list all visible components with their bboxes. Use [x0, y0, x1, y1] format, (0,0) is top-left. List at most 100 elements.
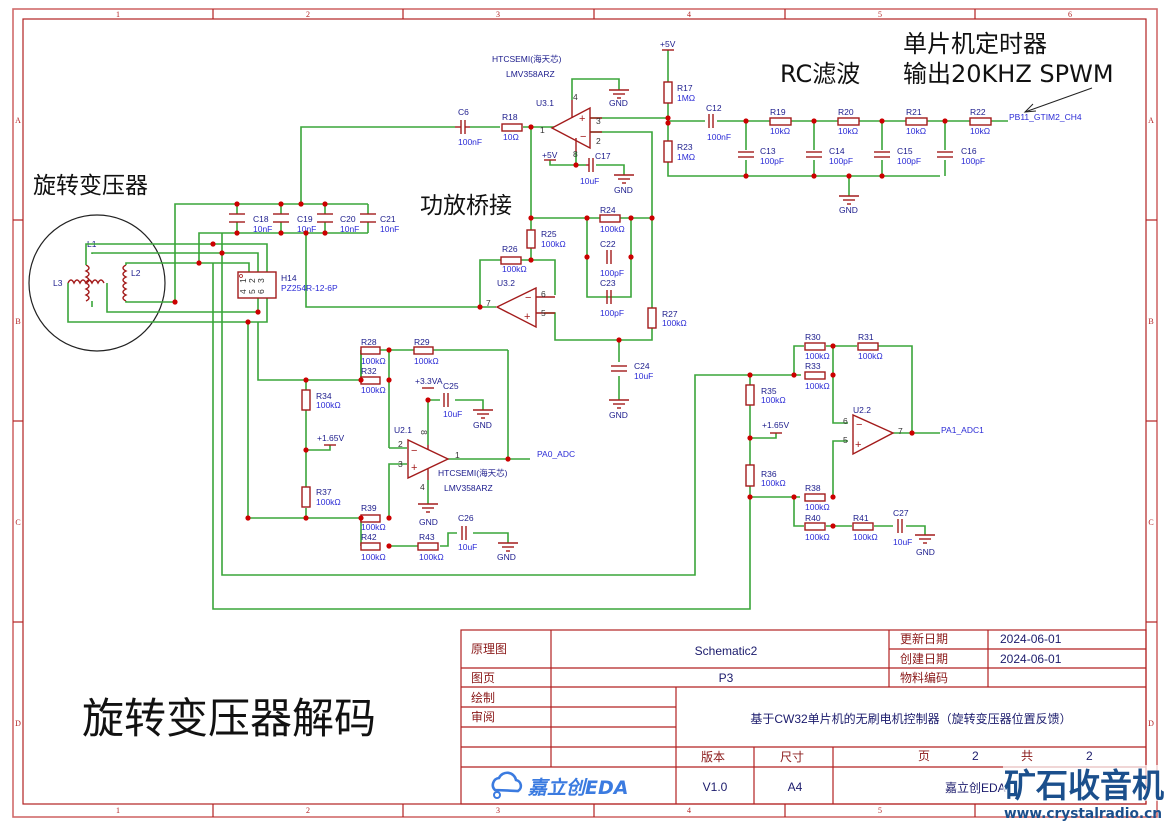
r38-val: 100kΩ — [805, 502, 830, 512]
ground-symbols: GND GND GND GND GND GND GND GND — [418, 89, 935, 562]
r18-val: 10Ω — [503, 132, 519, 142]
gnd-icon — [915, 534, 935, 544]
v165-label: +1.65V — [762, 420, 790, 430]
logo-text: 嘉立创EDA — [527, 777, 628, 799]
u2-1-mfr: HTCSEMI(海天芯) — [438, 468, 508, 478]
gnd-icon — [609, 89, 629, 99]
wires — [67, 50, 1008, 610]
tb-sheet-value: 2 — [972, 749, 979, 763]
c15-val: 100pF — [897, 156, 921, 166]
c13-val: 100pF — [760, 156, 784, 166]
connector-h14: 1 2 3 4 5 6 H14 PZ254R-12-6P — [237, 271, 338, 299]
svg-text:GND: GND — [916, 547, 935, 557]
c22-val: 100pF — [600, 268, 624, 278]
mcu-timer-label-2: 输出20KHZ SPWM — [903, 60, 1114, 88]
r31-val: 100kΩ — [858, 351, 883, 361]
r35-ref: R35 — [761, 386, 777, 396]
svg-text:8: 8 — [573, 149, 578, 159]
svg-text:4: 4 — [573, 92, 578, 102]
r21-ref: R21 — [906, 107, 922, 117]
svg-text:GND: GND — [609, 410, 628, 420]
gnd-icon — [498, 542, 518, 552]
row-label: B — [15, 317, 20, 326]
r27-val: 100kΩ — [662, 318, 687, 328]
u3-2-ref: U3.2 — [497, 278, 515, 288]
c24-ref: C24 — [634, 361, 650, 371]
tb-size-label: 尺寸 — [780, 750, 804, 764]
svg-text:GND: GND — [609, 98, 628, 108]
c26-val: 10uF — [458, 542, 477, 552]
watermark-url: www.crystalradio.cn — [1004, 806, 1162, 822]
arrow-head-icon — [1023, 103, 1037, 113]
svg-text:4: 4 — [420, 482, 425, 492]
r20-ref: R20 — [838, 107, 854, 117]
r28-ref: R28 — [361, 337, 377, 347]
tb-review-label: 审阅 — [471, 709, 495, 724]
tb-updated-label: 更新日期 — [900, 631, 948, 646]
gnd-icon — [614, 174, 634, 184]
svg-text:+: + — [411, 462, 417, 474]
c17-ref: C17 — [595, 151, 611, 161]
r36-val: 100kΩ — [761, 478, 786, 488]
annotation-arrow — [1024, 87, 1093, 113]
row-label: C — [15, 518, 20, 527]
col-label: 6 — [1068, 10, 1072, 19]
coil-l1 — [84, 264, 90, 302]
svg-text:−: − — [580, 131, 586, 143]
svg-text:1: 1 — [540, 125, 545, 135]
r42-ref: R42 — [361, 532, 377, 542]
svg-text:3: 3 — [596, 116, 601, 126]
r23-val: 1MΩ — [677, 152, 695, 162]
tb-total-value: 2 — [1086, 749, 1093, 763]
svg-text:5: 5 — [247, 289, 257, 294]
resolver: L1 L2 L3 — [28, 214, 166, 352]
c12-ref: C12 — [706, 103, 722, 113]
gnd-icon — [839, 195, 859, 205]
svg-text:−: − — [525, 292, 531, 304]
c22-ref: C22 — [600, 239, 616, 249]
c19-val: 10nF — [297, 224, 316, 234]
r26-ref: R26 — [502, 244, 518, 254]
r37-ref: R37 — [316, 487, 332, 497]
r33-ref: R33 — [805, 361, 821, 371]
decode-left: R28 100kΩ R29 100kΩ R32 100kΩ R34 100kΩ … — [301, 337, 575, 562]
title-block-text: 原理图 Schematic2 更新日期 2024-06-01 创建日期 2024… — [471, 631, 1093, 795]
svg-text:−: − — [856, 419, 862, 431]
watermark-title: 矿石收音机 — [1004, 766, 1164, 805]
svg-text:6: 6 — [256, 289, 266, 294]
r17-val: 1MΩ — [677, 93, 695, 103]
svg-text:GND: GND — [419, 517, 438, 527]
tb-page-value: P3 — [719, 671, 734, 685]
net-pb11: PB11_GTIM2_CH4 — [1009, 112, 1082, 122]
gnd-icon — [609, 399, 629, 409]
svg-text:+: + — [579, 113, 585, 125]
r24-val: 100kΩ — [600, 224, 625, 234]
col-label: 1 — [116, 806, 120, 815]
c23-val: 100pF — [600, 308, 624, 318]
row-label: C — [1148, 518, 1153, 527]
r19-ref: R19 — [770, 107, 786, 117]
r33-val: 100kΩ — [805, 381, 830, 391]
c18-ref: C18 — [253, 214, 269, 224]
tb-version-label: 版本 — [701, 750, 725, 764]
svg-text:GND: GND — [473, 420, 492, 430]
v5-label: +5V — [542, 150, 558, 160]
svg-text:8: 8 — [419, 430, 429, 435]
l3-label: L3 — [53, 278, 63, 288]
row-label: D — [15, 719, 21, 728]
cloud-icon — [491, 771, 523, 793]
c12-val: 100nF — [707, 132, 731, 142]
v165-label: +1.65V — [317, 433, 345, 443]
r22-ref: R22 — [970, 107, 986, 117]
u2-2-ref: U2.2 — [853, 405, 871, 415]
tb-company: 嘉立创EDA — [945, 780, 1006, 795]
c17: C17 10uF +5V — [542, 150, 611, 186]
col-label: 3 — [496, 10, 500, 19]
svg-text:GND: GND — [497, 552, 516, 562]
r21-val: 10kΩ — [906, 126, 926, 136]
r20-val: 10kΩ — [838, 126, 858, 136]
easyeda-logo: 嘉立创EDA — [491, 771, 628, 799]
c14-ref: C14 — [829, 146, 845, 156]
tb-drawn-label: 绘制 — [471, 690, 495, 705]
u2-1-ref: U2.1 — [394, 425, 412, 435]
